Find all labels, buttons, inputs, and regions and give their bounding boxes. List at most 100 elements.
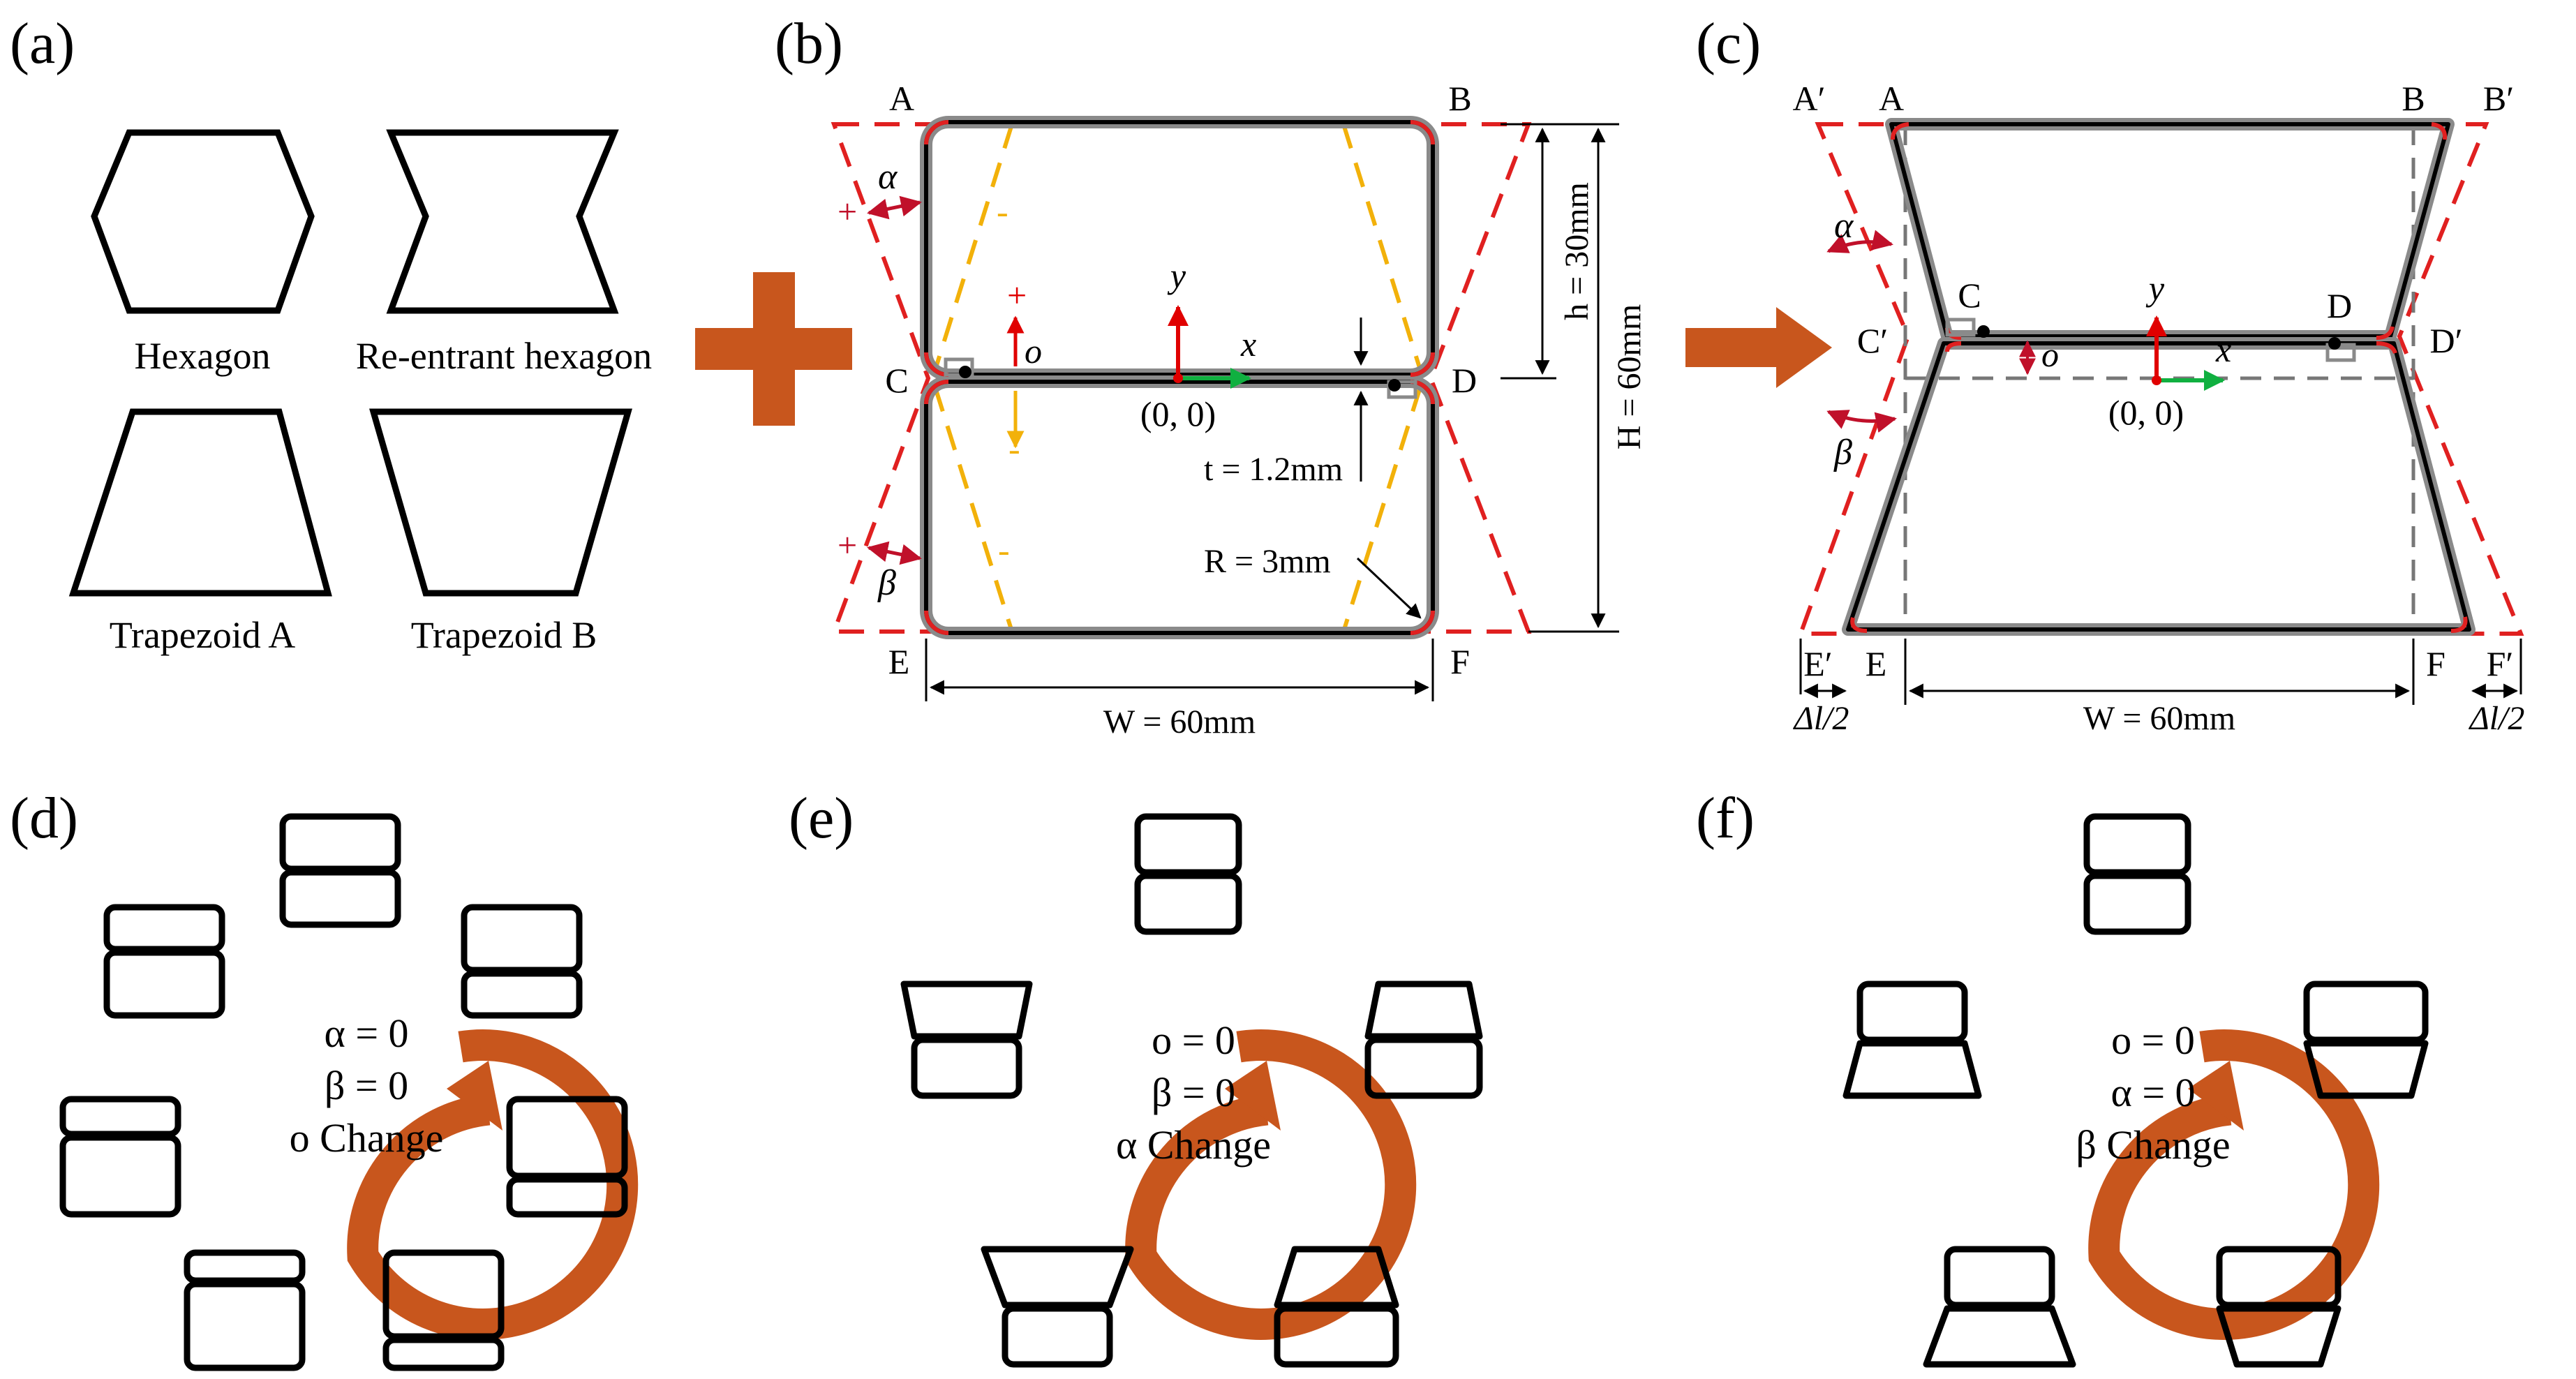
- rotation-arrowhead-e: [1225, 1061, 1281, 1131]
- point-e-prime: E′: [1803, 644, 1832, 683]
- notch-right-b: [1387, 380, 1417, 399]
- H-dimension: H = 60mm: [1611, 304, 1648, 449]
- cell-upperright-d: [461, 904, 583, 1019]
- point-d-c: D: [2327, 286, 2352, 325]
- point-a-prime: A′: [1792, 79, 1825, 118]
- panel-f-label: (f): [1696, 786, 1755, 851]
- rotation-arrow-f: [2088, 1029, 2380, 1340]
- plus-sign-beta: +: [837, 525, 857, 565]
- panel-a: (a) Hexagon Re-entrant hexagon Trapezoid…: [10, 11, 652, 656]
- rotation-arrowhead-f: [2188, 1061, 2244, 1131]
- o-label-c: o: [2041, 335, 2059, 374]
- plus-icon: [695, 272, 852, 426]
- d-line3: o Change: [290, 1115, 444, 1161]
- cell-right-d: [506, 1096, 628, 1218]
- panel-c: (c): [1696, 11, 2524, 737]
- x-label-c: x: [2215, 330, 2231, 369]
- minus-top-left: -: [997, 192, 1008, 231]
- panel-a-label: (a): [10, 11, 75, 76]
- re-entrant-hexagon-caption: Re-entrant hexagon: [356, 335, 652, 377]
- W-dimension-c: W = 60mm: [2083, 700, 2235, 737]
- cell-bottomleft-d: [184, 1249, 306, 1371]
- alpha-label-c: α: [1834, 206, 1854, 246]
- point-a-c: A: [1879, 79, 1904, 118]
- plus-sign-alpha: +: [837, 192, 857, 231]
- r-dimension: R = 3mm: [1204, 543, 1331, 580]
- o-label-b: o: [1025, 331, 1042, 371]
- panel-e-label: (e): [789, 786, 854, 851]
- origin-label-c: (0, 0): [2108, 393, 2184, 432]
- point-b-c: B: [2402, 79, 2425, 118]
- beta-arc-c: [1826, 410, 1897, 433]
- point-f-c: F: [2426, 644, 2445, 683]
- point-d-b: D: [1452, 361, 1477, 400]
- cell-bottomright-e: [1274, 1246, 1399, 1368]
- d-line2: β = 0: [325, 1063, 408, 1108]
- cell-bottomright-d: [382, 1249, 505, 1371]
- trapezoid-b-icon: [369, 408, 632, 597]
- point-a-b: A: [889, 79, 914, 118]
- x-label-b: x: [1240, 325, 1256, 364]
- f-line3: β Change: [2076, 1122, 2230, 1168]
- point-f-prime: F′: [2487, 644, 2514, 683]
- e-line3: α Change: [1116, 1122, 1271, 1168]
- e-line2: β = 0: [1152, 1070, 1235, 1115]
- origin-dot-c: [2152, 375, 2161, 385]
- point-f-b: F: [1450, 642, 1470, 681]
- dot-d-c: [2328, 337, 2341, 350]
- yellow-dashed-guides: [933, 124, 1422, 632]
- y-label-b: y: [1167, 256, 1186, 295]
- panel-e: (e) o = 0 β = 0 α Change: [789, 786, 1483, 1368]
- d-line1: α = 0: [324, 1011, 408, 1056]
- cell-upper-c: [1885, 118, 2455, 343]
- o-minus-sign: -: [1008, 429, 1020, 468]
- h-dimension: h = 30mm: [1558, 182, 1595, 320]
- rotation-arrowhead-d: [447, 1061, 502, 1131]
- point-d-prime: D′: [2429, 321, 2462, 360]
- point-b-b: B: [1448, 79, 1471, 118]
- beta-label-c: β: [1833, 433, 1852, 472]
- f-line2: α = 0: [2110, 1070, 2195, 1115]
- point-e-b: E: [888, 642, 910, 681]
- notch-right-c: [2325, 343, 2356, 362]
- dot-d-b: [1388, 379, 1401, 392]
- hexagon-caption: Hexagon: [135, 335, 271, 377]
- minus-bottom-left: -: [998, 530, 1010, 569]
- alpha-label-b: α: [878, 157, 898, 197]
- trapezoid-b-caption: Trapezoid B: [411, 614, 597, 656]
- cell-bottomleft-e: [981, 1246, 1134, 1368]
- rotation-arrow-d: [347, 1029, 639, 1340]
- o-plus-sign: +: [1007, 276, 1027, 315]
- point-c-c: C: [1958, 276, 1981, 315]
- dl-left-label: Δl/2: [1793, 700, 1849, 737]
- point-c-b: C: [885, 361, 908, 400]
- dl-right-label: Δl/2: [2469, 700, 2525, 737]
- cell-bottomleft-f: [1923, 1246, 2076, 1368]
- red-dashed-outline-c: [1797, 122, 2524, 636]
- r-leader: [1356, 557, 1422, 619]
- dot-c-c: [1977, 325, 1990, 338]
- alpha-arrow-b: [867, 195, 922, 220]
- cell-top-f: [2083, 813, 2191, 935]
- notch-left-b: [944, 357, 974, 377]
- e-line1: o = 0: [1152, 1018, 1235, 1063]
- cell-lower-c: [1842, 337, 2476, 636]
- cell-top-d: [279, 813, 401, 928]
- alpha-arc-c: [1826, 230, 1893, 253]
- point-e-c: E: [1866, 644, 1887, 683]
- panel-b-label: (b): [775, 11, 843, 76]
- t-dimension: t = 1.2mm: [1204, 451, 1343, 488]
- trapezoid-a-icon: [68, 408, 332, 597]
- cell-left-d: [59, 1096, 181, 1218]
- panel-b: (b): [775, 11, 1648, 740]
- panel-d-label: (d): [10, 786, 78, 851]
- cell-bottomright-f: [2216, 1246, 2342, 1368]
- dot-c-b: [959, 366, 971, 378]
- panel-f: (f) o = 0 α = 0 β Change: [1696, 786, 2429, 1368]
- rotation-arrow-e: [1125, 1029, 1417, 1340]
- cell-right-e: [1364, 981, 1483, 1099]
- y-label-c: y: [2145, 269, 2165, 308]
- cell-left-e: [900, 981, 1033, 1099]
- panel-c-label: (c): [1696, 11, 1761, 76]
